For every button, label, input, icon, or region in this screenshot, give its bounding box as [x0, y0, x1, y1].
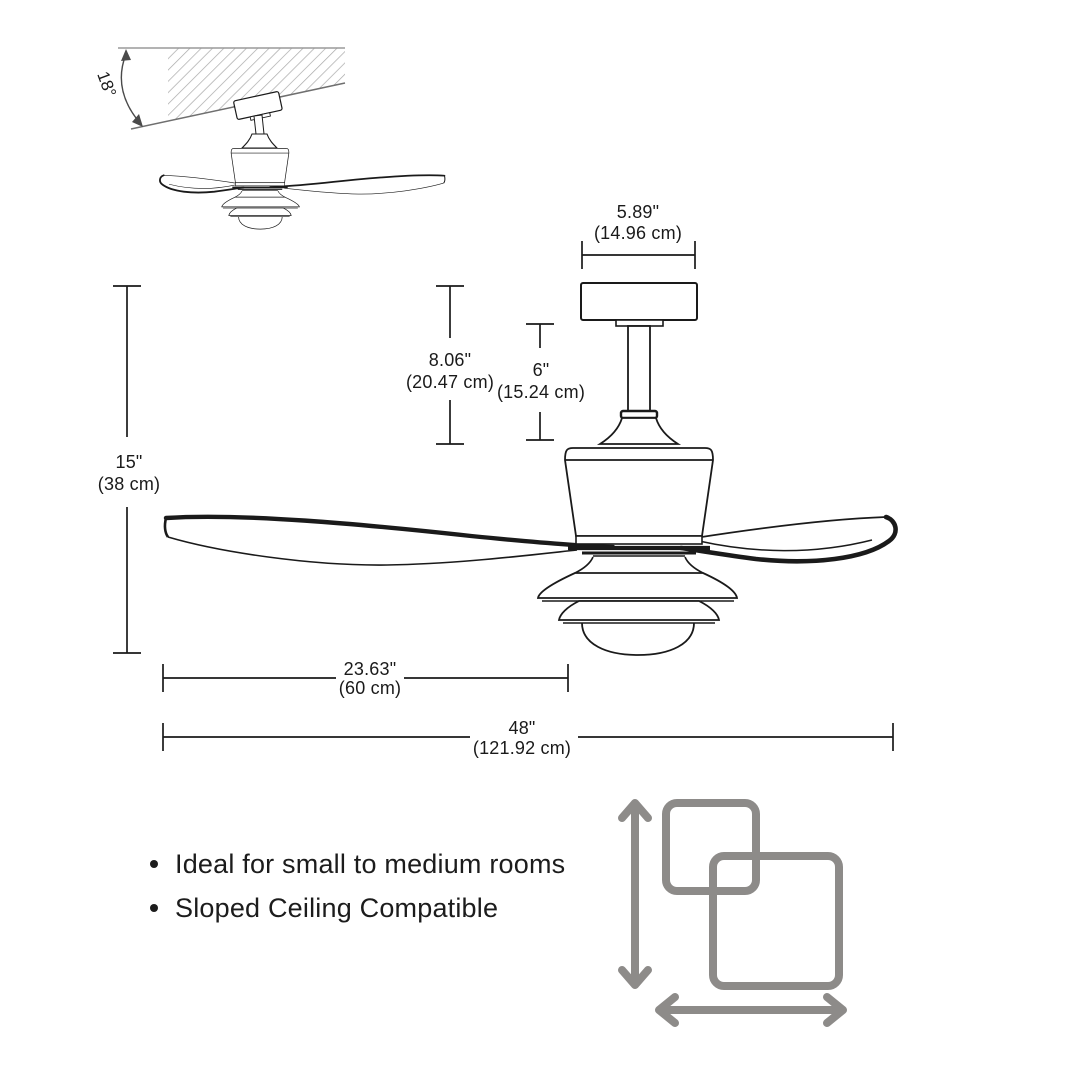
- dimension-canopy-width: [581, 241, 696, 269]
- dim-total-height-inches: 15": [115, 452, 142, 472]
- mini-fan-drawing: [159, 91, 446, 231]
- angle-dimension: 18°: [93, 49, 143, 127]
- fan-downrod: [596, 325, 682, 445]
- dim-hanging-depth-metric: (20.47 cm): [406, 372, 494, 392]
- bullet-dot: [150, 904, 158, 912]
- dimension-hanging-depth: [436, 285, 464, 445]
- dim-hanging-depth-inches: 8.06": [429, 350, 471, 370]
- room-size-icon: [618, 799, 847, 1027]
- large-room-square: [709, 852, 843, 990]
- dim-downrod-inches: 6": [533, 360, 550, 380]
- feature-text: Ideal for small to medium rooms: [175, 849, 566, 879]
- dimension-downrod: [526, 323, 554, 441]
- sloped-ceiling-diagram: 18°: [93, 47, 446, 231]
- fan-canopy: [580, 282, 698, 327]
- feature-item-room-size: Ideal for small to medium rooms: [150, 843, 565, 885]
- feature-list: Ideal for small to medium rooms Sloped C…: [150, 843, 565, 931]
- dim-blade-length-metric: (60 cm): [339, 678, 401, 698]
- dim-canopy-width-inches: 5.89": [617, 202, 659, 222]
- feature-text: Sloped Ceiling Compatible: [175, 893, 499, 923]
- dim-downrod-metric: (15.24 cm): [497, 382, 585, 402]
- height-arrow-icon: [618, 799, 652, 989]
- dim-blade-span-inches: 48": [508, 718, 535, 738]
- fan-motor-blades-light: [165, 448, 896, 655]
- width-arrow-icon: [655, 993, 847, 1027]
- main-fan-drawing: [165, 282, 896, 655]
- bullet-dot: [150, 860, 158, 868]
- dim-blade-span-metric: (121.92 cm): [473, 738, 571, 758]
- dim-canopy-width-metric: (14.96 cm): [594, 223, 682, 243]
- dim-blade-length-inches: 23.63": [344, 659, 397, 679]
- angle-label: 18°: [93, 69, 120, 100]
- dimension-blade-span: [162, 723, 894, 751]
- dimension-blade-length: [162, 664, 569, 692]
- dimension-total-height: [113, 285, 141, 654]
- feature-item-sloped-ceiling: Sloped Ceiling Compatible: [150, 887, 565, 929]
- sloped-ceiling-hatch: [168, 48, 345, 121]
- dim-total-height-metric: (38 cm): [98, 474, 160, 494]
